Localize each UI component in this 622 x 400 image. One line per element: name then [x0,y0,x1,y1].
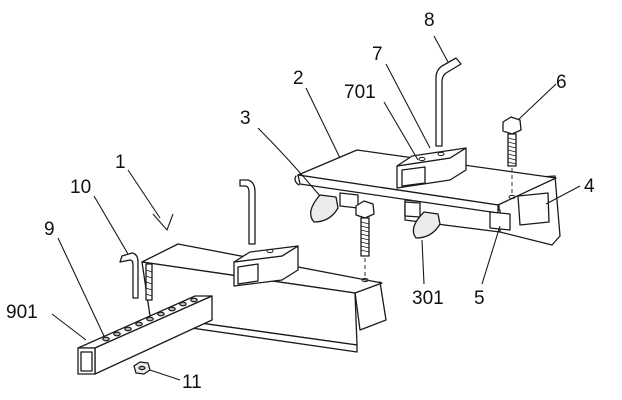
label-2: 2 [293,68,304,89]
bolt-hole-701 [437,151,445,157]
leader-301 [421,239,425,285]
leader-lines [51,35,581,381]
leader-1 [127,169,161,219]
guide-block-mid [339,192,359,209]
leader-5 [481,225,501,285]
part-labels: 1 2 3 4 5 6 7 8 9 10 11 301 701 901 [6,10,595,393]
leader-4 [545,185,581,205]
label-701: 701 [344,82,376,103]
leader-11 [149,369,181,381]
label-1: 1 [115,152,126,173]
l-pin-8 [435,57,462,147]
l-pin-10 [119,252,139,299]
hole [124,326,132,332]
hole [168,306,176,312]
perforated-tube-opening [80,351,93,372]
label-11: 11 [182,372,202,393]
leader-7 [385,63,431,149]
hole [157,311,165,317]
bolt-hole-701b [418,156,426,162]
leader-1-arrow [152,213,174,232]
label-301: 301 [412,288,444,309]
bolt-6-hole [508,194,516,200]
guide-block-left [404,201,421,218]
hole [113,331,121,337]
hole [146,316,154,322]
label-6: 6 [556,72,567,93]
receiver-box-top [233,245,299,263]
adjustment-arm-assembly [77,252,213,375]
leader-701 [383,101,419,161]
leader-9 [57,237,105,337]
label-4: 4 [584,176,595,197]
clamp-tube-7-opening [401,166,426,187]
hole [135,321,143,327]
label-8: 8 [424,10,435,31]
frame-window [517,192,550,226]
hook-slot-301 [412,211,441,239]
leader-8 [433,35,449,63]
plate-lip [294,175,300,186]
label-10: 10 [70,177,91,198]
l-pin-lower [239,179,256,245]
bolt-lower-head [355,200,375,219]
bolt-lower-hole [361,277,369,283]
hole [190,297,198,303]
label-3: 3 [240,108,251,129]
nut-11-bore [138,365,146,371]
receiver-opening [237,263,259,285]
label-901: 901 [6,302,38,323]
bolt-lower-thread [360,221,370,253]
pin-10-thread [145,269,153,297]
bolt-6-thread [507,137,517,165]
leader-6 [517,83,557,121]
leader-10 [93,195,129,255]
hole-row-901 [102,297,198,342]
bolt-6-shank [507,133,517,167]
hook-slot-3 [309,194,339,223]
hole [102,336,110,342]
label-9: 9 [44,219,55,240]
leader-2 [305,87,341,159]
leader-3 [257,127,321,197]
guide-block-5 [489,211,511,231]
label-7: 7 [372,44,383,65]
receiver-hole [266,248,274,254]
clamp-tube-7-top [396,147,467,167]
label-5: 5 [474,288,485,309]
bolt-6-head [502,116,522,135]
upper-mounting-plate [294,57,561,246]
leader-901 [51,313,87,341]
hole [179,301,187,307]
